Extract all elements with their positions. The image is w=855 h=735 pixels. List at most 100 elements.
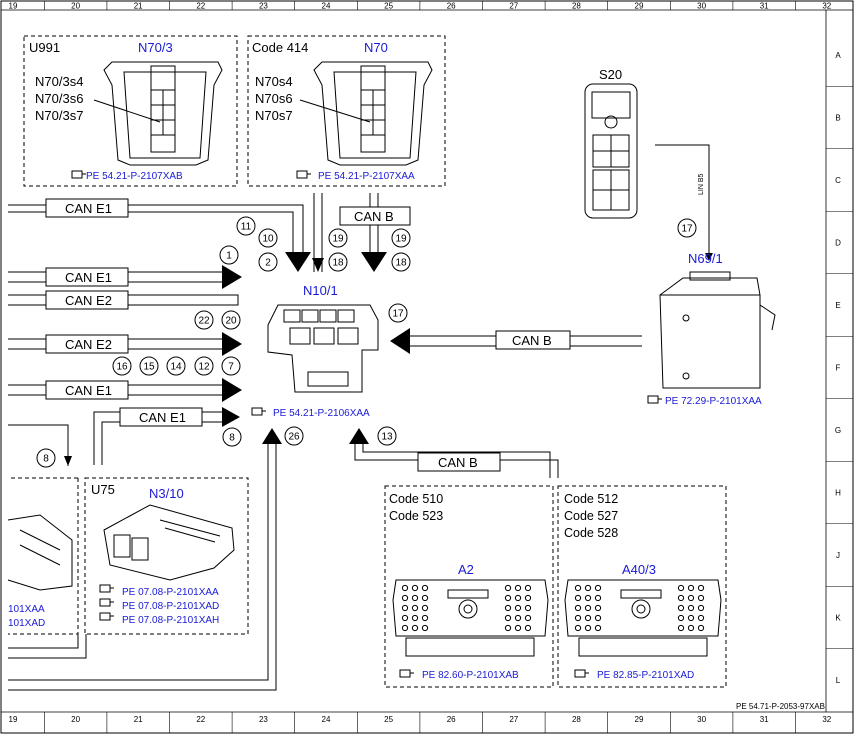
a2-ref[interactable]: PE 82.60-P-2101XAB <box>422 670 519 681</box>
grid-col-25: 25 <box>384 2 393 11</box>
left-partial-ref-1[interactable]: 101XAA <box>8 604 45 615</box>
marker-m17b: 17 <box>681 224 693 235</box>
arrowhead-can-e1-c <box>222 407 240 427</box>
code414-switch-s4: N70s4 <box>255 74 293 89</box>
marker-circle-m14 <box>166 356 186 376</box>
a40-name: A40/3 <box>622 562 656 577</box>
marker-m13: 13 <box>381 432 393 443</box>
grid-row-F: F <box>836 364 841 373</box>
marker-circle-m1 <box>219 245 239 265</box>
u75-ref-1[interactable]: PE 07.08-P-2101XAA <box>122 587 219 598</box>
box-a2 <box>384 485 554 688</box>
marker-m12: 12 <box>198 362 210 373</box>
u75-name: N3/10 <box>149 486 184 501</box>
arrowhead-can-b-bottom <box>349 428 369 444</box>
grid-row-J: J <box>836 551 840 560</box>
a40-ref[interactable]: PE 82.85-P-2101XAD <box>597 670 694 681</box>
marker-m20: 20 <box>225 316 237 327</box>
u75-ref-2[interactable]: PE 07.08-P-2101XAD <box>122 601 219 612</box>
code414-ref[interactable]: PE 54.21-P-2107XAA <box>318 171 415 182</box>
u991-ref[interactable]: PE 54.21-P-2107XAB <box>86 171 183 182</box>
marker-m2: 2 <box>265 258 271 269</box>
marker-circle-m8a <box>222 427 242 447</box>
grid-row-E: E <box>835 301 840 310</box>
box-a40 <box>557 485 727 688</box>
n69-ref[interactable]: PE 72.29-P-2101XAA <box>665 396 762 407</box>
grid-col-23: 23 <box>259 2 268 11</box>
grid-col-20: 20 <box>71 2 80 11</box>
footer-ref: PE 54.71-P-2053-97XAB <box>736 702 825 711</box>
arrowhead-code414 <box>312 258 324 272</box>
marker-m16: 16 <box>116 362 128 373</box>
s20-name: S20 <box>599 67 622 82</box>
marker-m22: 22 <box>198 316 210 327</box>
grid-row-D: D <box>835 239 841 248</box>
u75-ref2-hand-icon <box>99 598 114 607</box>
box-u991 <box>23 35 238 187</box>
grid-row-K: K <box>835 614 841 623</box>
u991-ref-hand-icon <box>71 170 86 179</box>
grid-col-27: 27 <box>509 715 518 724</box>
marker-m7: 7 <box>228 362 234 373</box>
box-u75 <box>84 477 249 635</box>
bus-label-can-b-right: CAN B <box>512 333 552 348</box>
bus-label-can-e1-c: CAN E1 <box>139 410 186 425</box>
code414-switch-panel-drawing <box>299 61 433 166</box>
grid-col-28: 28 <box>572 715 581 724</box>
marker-circle-m17a <box>388 303 408 323</box>
grid-col-25: 25 <box>384 715 393 724</box>
u75-ref3-hand-icon <box>99 612 114 621</box>
u75-ref-3[interactable]: PE 07.08-P-2101XAH <box>122 615 219 626</box>
marker-circle-m19a <box>328 228 348 248</box>
grid-col-21: 21 <box>134 2 143 11</box>
marker-circle-m7 <box>221 356 241 376</box>
marker-m8a: 8 <box>229 433 235 444</box>
u75-ref1-hand-icon <box>99 584 114 593</box>
n69-module-drawing <box>659 271 776 389</box>
a2-name: A2 <box>458 562 474 577</box>
marker-m1: 1 <box>226 251 232 262</box>
grid-col-27: 27 <box>509 2 518 11</box>
n10-name: N10/1 <box>303 283 338 298</box>
u991-switch-panel-drawing <box>93 61 223 166</box>
grid-col-20: 20 <box>71 715 80 724</box>
marker-m10: 10 <box>262 234 274 245</box>
arrowhead-can-b-top <box>361 252 387 272</box>
left-partial-ref-2[interactable]: 101XAD <box>8 618 45 629</box>
grid-col-28: 28 <box>572 2 581 11</box>
grid-col-23: 23 <box>259 715 268 724</box>
u75-ecu-drawing <box>103 504 235 581</box>
a40-code-2: Code 527 <box>564 509 618 523</box>
grid-row-G: G <box>835 426 841 435</box>
grid-col-29: 29 <box>635 2 644 11</box>
marker-circle-m22 <box>194 310 214 330</box>
a40-code-3: Code 528 <box>564 526 618 540</box>
grid-row-B: B <box>835 114 840 123</box>
marker-m18b: 18 <box>395 258 407 269</box>
u75-code: U75 <box>91 482 115 497</box>
marker-circle-m17b <box>677 218 697 238</box>
n10-ref[interactable]: PE 54.21-P-2106XAA <box>273 408 370 419</box>
grid-row-C: C <box>835 176 841 185</box>
marker-circle-m10 <box>258 228 278 248</box>
marker-m19a: 19 <box>332 234 344 245</box>
arrowhead-26 <box>262 428 282 444</box>
code414-name: N70 <box>364 40 388 55</box>
marker-m14: 14 <box>170 362 182 373</box>
marker-circle-m26 <box>284 426 304 446</box>
u991-name: N70/3 <box>138 40 173 55</box>
a2-code-2: Code 523 <box>389 509 443 523</box>
marker-circle-m2 <box>258 252 278 272</box>
grid-col-22: 22 <box>196 715 205 724</box>
bus-label-can-e1-top: CAN E1 <box>65 201 112 216</box>
marker-m26: 26 <box>288 432 300 443</box>
marker-circle-m12 <box>194 356 214 376</box>
arrowhead-can-e1-a <box>222 265 242 289</box>
code414-ref-hand-icon <box>296 170 311 179</box>
arrowhead-can-e2-b <box>222 332 242 356</box>
u991-switch-s7: N70/3s7 <box>35 108 83 123</box>
bus-arrowheads <box>64 252 410 466</box>
